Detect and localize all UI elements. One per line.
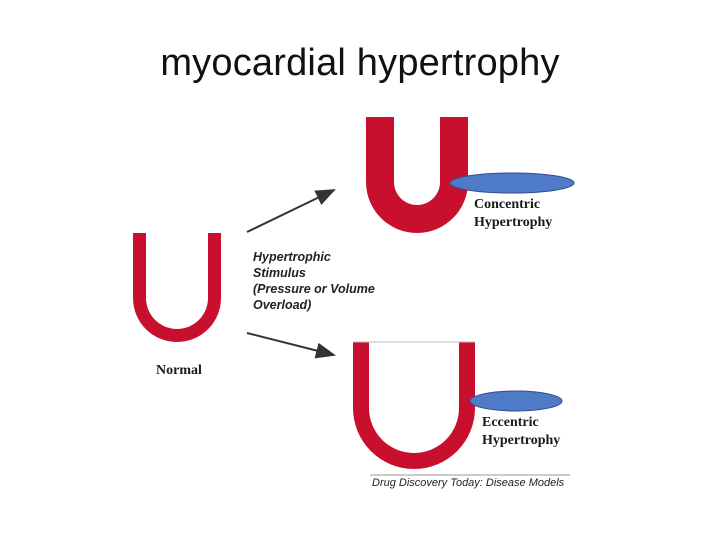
stimulus-label-line: Overload) [253, 298, 311, 312]
normal-label: Normal [156, 363, 202, 378]
concentric-marker [449, 172, 575, 194]
eccentric-label-line: Hypertrophy [482, 433, 560, 448]
eccentric-ventricle [353, 341, 475, 469]
figure-credit: Drug Discovery Today: Disease Models [372, 477, 565, 489]
stimulus-label-line: Hypertrophic [253, 250, 331, 264]
eccentric-marker [469, 390, 563, 412]
slide-title: myocardial hypertrophy [160, 42, 560, 84]
concentric-label-line: Concentric [474, 197, 540, 212]
stimulus-label: Hypertrophic Stimulus (Pressure or Volum… [253, 250, 375, 312]
concentric-ventricle [366, 117, 468, 233]
eccentric-label-line: Eccentric [482, 415, 539, 430]
arrow-to-concentric [246, 189, 336, 233]
normal-ventricle [133, 233, 221, 342]
stimulus-label-line: Stimulus [253, 266, 306, 280]
concentric-label-line: Hypertrophy [474, 215, 552, 230]
stimulus-label-line: (Pressure or Volume [253, 282, 375, 296]
arrow-to-eccentric [246, 332, 336, 359]
